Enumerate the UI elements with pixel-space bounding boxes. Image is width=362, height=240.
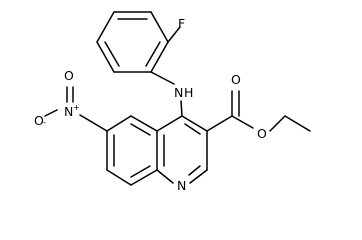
bond: [156, 115, 183, 132]
carbonyl-o-label: O: [231, 72, 241, 87]
fluorine-label: F: [178, 16, 185, 31]
bond-double-inner: [188, 165, 201, 176]
molecule-structure: F N H N + O O - N O O: [34, 11, 311, 193]
nitro-n-label: N: [64, 104, 73, 119]
bond: [106, 169, 132, 186]
bond-double-inner: [104, 41, 120, 67]
amine-n-label: N: [174, 85, 183, 100]
bond: [231, 115, 254, 129]
bond: [130, 115, 158, 132]
bond: [269, 115, 286, 132]
ester-o-label: O: [257, 126, 267, 141]
structure-canvas: F N H N + O O - N O O: [34, 11, 311, 193]
ring-n-label: N: [177, 178, 186, 193]
bond-double-inner: [130, 165, 151, 178]
bond: [96, 11, 115, 43]
bond-double-inner: [184, 123, 201, 135]
amine-h-label: H: [184, 85, 193, 100]
bond: [79, 114, 108, 132]
bonds: [44, 11, 311, 186]
bond: [150, 41, 169, 73]
bond: [284, 115, 311, 132]
bond: [206, 115, 233, 132]
bond: [180, 100, 183, 117]
bond: [130, 169, 158, 186]
bond: [156, 169, 174, 184]
bond-double-inner: [145, 41, 161, 67]
bond: [189, 169, 208, 184]
nitro-o-top-label: O: [64, 68, 74, 83]
nitro-o-bottom-label: O: [34, 113, 44, 128]
bond: [44, 109, 58, 117]
bond: [96, 41, 115, 73]
bond: [150, 11, 169, 43]
nitro-n-charge: +: [73, 103, 80, 112]
bond: [167, 26, 181, 43]
bond: [150, 71, 175, 85]
bond-double-inner: [130, 123, 151, 136]
nitro-o-charge: -: [43, 118, 46, 127]
atom-labels: F N H N + O O - N O O: [34, 16, 267, 193]
bond: [181, 115, 208, 132]
bond: [106, 115, 132, 132]
